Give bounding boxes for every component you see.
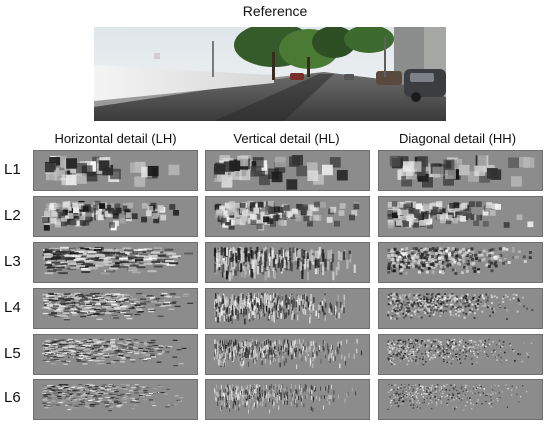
row-label-l3: L3 <box>4 253 21 270</box>
wavelet-texture <box>379 289 542 328</box>
wavelet-texture <box>206 380 369 419</box>
detail-panel-horizontal-l6 <box>33 379 198 420</box>
wavelet-texture <box>379 380 542 419</box>
wavelet-texture <box>206 197 369 236</box>
column-title-vertical: Vertical detail (HL) <box>233 131 340 146</box>
detail-panel-diagonal-l3 <box>378 242 543 283</box>
wavelet-texture <box>34 197 197 236</box>
reference-title: Reference <box>242 3 308 19</box>
detail-panel-horizontal-l2 <box>33 196 198 237</box>
detail-panel-vertical-l3 <box>205 242 370 283</box>
wavelet-texture <box>34 151 197 190</box>
wavelet-texture <box>206 151 369 190</box>
detail-panel-vertical-l5 <box>205 334 370 375</box>
wavelet-texture <box>206 335 369 374</box>
detail-panel-horizontal-l5 <box>33 334 198 375</box>
wavelet-texture <box>34 289 197 328</box>
wavelet-texture <box>379 151 542 190</box>
detail-panel-diagonal-l2 <box>378 196 543 237</box>
detail-panel-horizontal-l4 <box>33 288 198 329</box>
street-scene-illustration <box>94 27 446 121</box>
column-title-diagonal: Diagonal detail (HH) <box>398 131 517 146</box>
wavelet-texture <box>379 243 542 282</box>
row-label-l4: L4 <box>4 299 21 316</box>
wavelet-texture <box>206 289 369 328</box>
row-label-l6: L6 <box>4 389 21 406</box>
detail-panel-horizontal-l1 <box>33 150 198 191</box>
detail-panel-vertical-l2 <box>205 196 370 237</box>
row-label-l5: L5 <box>4 345 21 362</box>
wavelet-texture <box>206 243 369 282</box>
detail-panel-diagonal-l4 <box>378 288 543 329</box>
wavelet-texture <box>34 335 197 374</box>
detail-panel-diagonal-l5 <box>378 334 543 375</box>
detail-panel-vertical-l1 <box>205 150 370 191</box>
detail-panel-diagonal-l6 <box>378 379 543 420</box>
wavelet-texture <box>34 243 197 282</box>
row-label-l2: L2 <box>4 207 21 224</box>
detail-panel-vertical-l4 <box>205 288 370 329</box>
wavelet-texture <box>34 380 197 419</box>
row-label-l1: L1 <box>4 161 21 178</box>
reference-street-image <box>94 27 446 121</box>
detail-panel-diagonal-l1 <box>378 150 543 191</box>
column-title-horizontal: Horizontal detail (LH) <box>54 131 177 146</box>
wavelet-texture <box>379 197 542 236</box>
wavelet-texture <box>379 335 542 374</box>
detail-panel-vertical-l6 <box>205 379 370 420</box>
detail-panel-horizontal-l3 <box>33 242 198 283</box>
